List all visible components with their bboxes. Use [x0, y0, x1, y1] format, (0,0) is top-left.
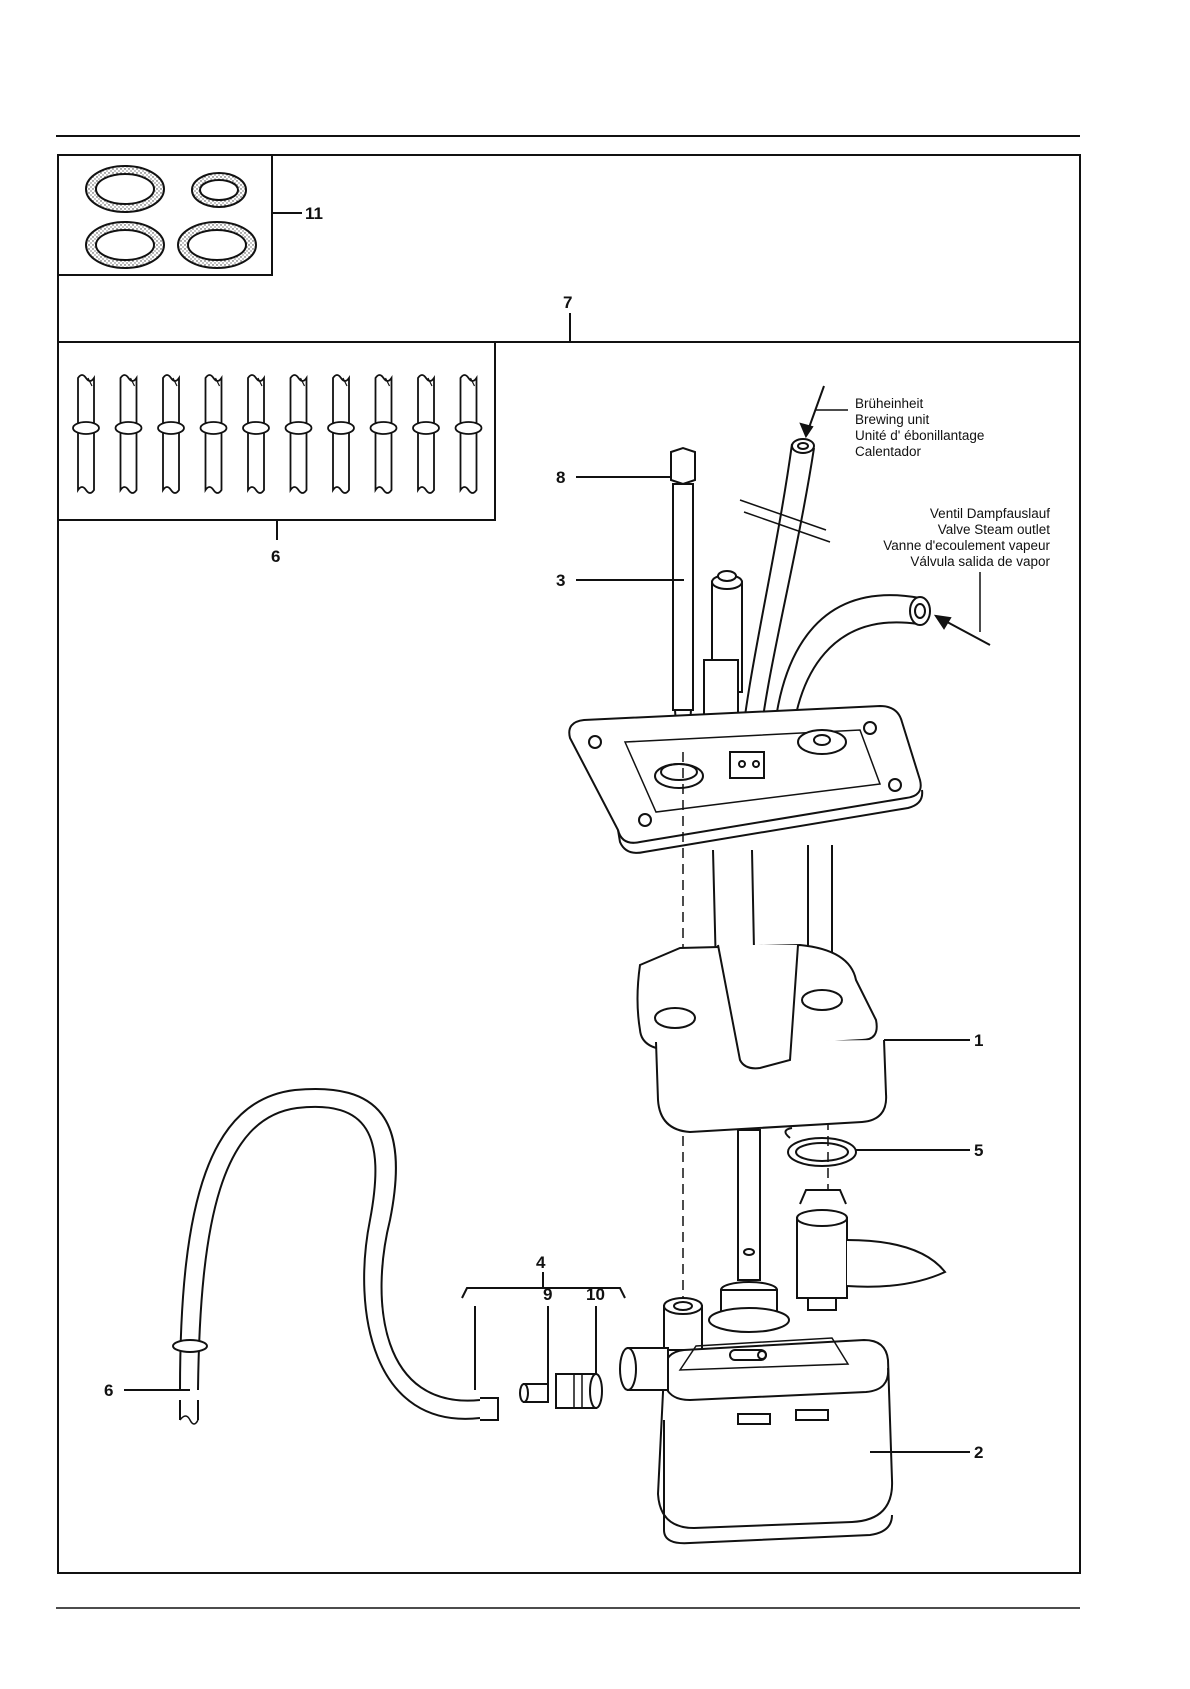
- connector-part-9: [520, 1384, 548, 1402]
- pipe-piece: [73, 375, 99, 493]
- steam-note-line-4: Válvula salida de vapor: [910, 554, 1050, 569]
- callout-11: 11: [305, 204, 323, 223]
- callout-7: 7: [563, 293, 572, 312]
- central-shaft: [709, 1130, 789, 1332]
- pipe-piece: [413, 375, 439, 493]
- callout-3: 3: [556, 571, 565, 590]
- pipe-piece: [158, 375, 184, 493]
- steam-note-line-2: Valve Steam outlet: [938, 522, 1051, 537]
- rod-part-3: [671, 448, 695, 738]
- callout-10: 10: [586, 1285, 605, 1304]
- brewing-note-line-3: Unité d' ébonillantage: [855, 428, 984, 443]
- callout-2: 2: [974, 1443, 983, 1462]
- callout-4: 4: [536, 1253, 546, 1272]
- pipe-piece: [456, 375, 482, 493]
- hose-part-6: [173, 1089, 498, 1424]
- callout-5: 5: [974, 1141, 983, 1160]
- diagram-frame: [58, 155, 1080, 1573]
- callout-6-top: 6: [271, 547, 280, 566]
- mounting-plate: [569, 706, 922, 853]
- steam-note-line-1: Ventil Dampfauslauf: [930, 506, 1050, 521]
- brewing-note-line-2: Brewing unit: [855, 412, 930, 427]
- steam-note-line-3: Vanne d'ecoulement vapeur: [883, 538, 1050, 553]
- steam-arrow: [936, 616, 950, 628]
- lid-part-1: [638, 945, 887, 1132]
- brewing-note-line-4: Calentador: [855, 444, 922, 459]
- pipe-piece: [116, 375, 142, 493]
- clip-ring-part-5: [785, 1128, 856, 1166]
- brewing-unit-note: Brüheinheit Brewing unit Unité d' ébonil…: [855, 396, 984, 459]
- valve-assembly: [797, 1190, 945, 1310]
- callout-1: 1: [974, 1031, 983, 1050]
- plug-part: [664, 1298, 702, 1350]
- callout-6-hose: 6: [104, 1381, 113, 1400]
- pipe-piece: [243, 375, 269, 493]
- seal-rings: [86, 166, 256, 268]
- tank-part-2: [658, 1338, 892, 1543]
- callout-8: 8: [556, 468, 565, 487]
- brewing-arrow: [801, 424, 812, 436]
- brewing-note-line-1: Brüheinheit: [855, 396, 924, 411]
- valve-body: [704, 571, 742, 730]
- pipe-piece: [286, 375, 312, 493]
- pipe-piece: [371, 375, 397, 493]
- pipe-piece: [201, 375, 227, 493]
- callout-9: 9: [543, 1285, 552, 1304]
- pipe-piece: [328, 375, 354, 493]
- elbow-fitting: [620, 1348, 668, 1390]
- steam-outlet-note: Ventil Dampfauslauf Valve Steam outlet V…: [883, 506, 1050, 569]
- pipe-pieces: [73, 375, 482, 493]
- connector-part-10: [556, 1374, 602, 1408]
